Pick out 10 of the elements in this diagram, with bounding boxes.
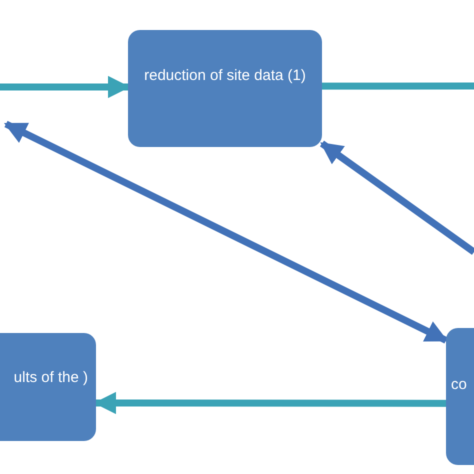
arrow <box>320 140 474 255</box>
process-box <box>446 328 474 465</box>
arrow <box>0 76 130 98</box>
box-text: reduction of site data (1) <box>144 66 306 86</box>
process-box <box>0 333 96 441</box>
box-text: ults of the ) <box>14 368 88 388</box>
arrow <box>4 120 448 344</box>
box-text: co <box>451 374 467 394</box>
connector-line <box>322 82 474 90</box>
process-box <box>128 30 322 147</box>
